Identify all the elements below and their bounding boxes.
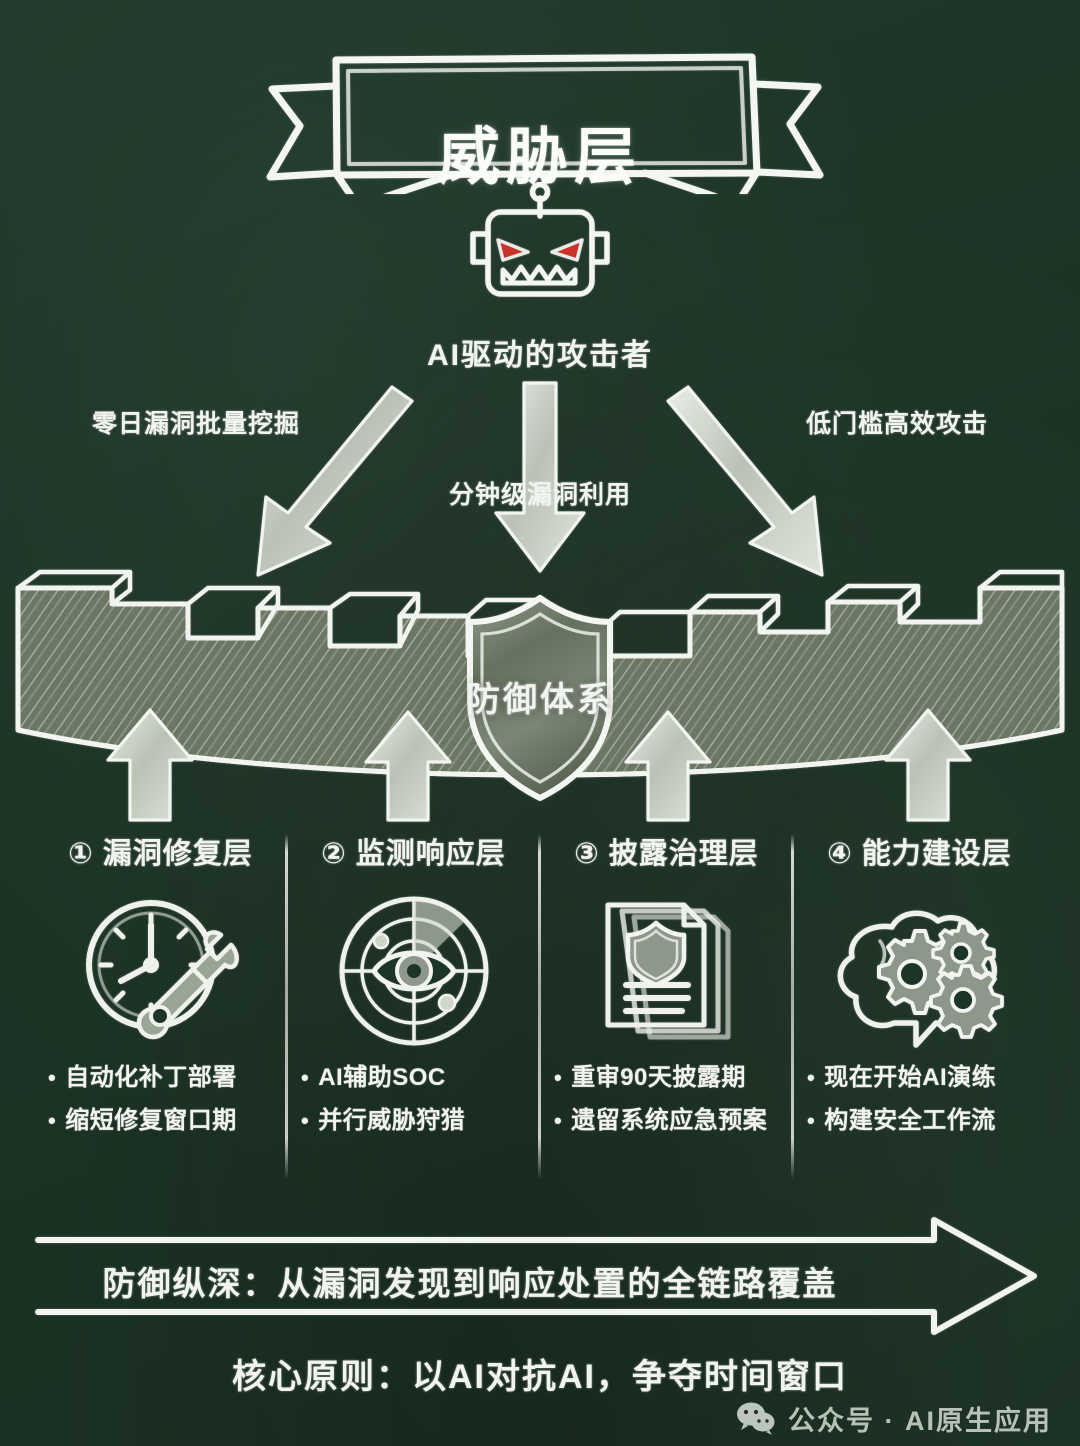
bullet-text: 构建安全工作流	[824, 1107, 996, 1134]
list-item: • 构建安全工作流	[807, 1109, 1046, 1133]
shield-emblem-icon	[625, 920, 686, 988]
bullet-dot-icon: •	[554, 1108, 563, 1133]
layer-column-1[interactable]: ① 漏洞修复层	[34, 828, 288, 1188]
defense-depth-text: 防御纵深：从漏洞发现到响应处置的全链路覆盖	[102, 1265, 838, 1302]
arrow-down-left-icon	[256, 385, 414, 577]
layer-3-name: 披露治理层	[608, 838, 759, 870]
defense-layers: ① 漏洞修复层	[34, 828, 1046, 1188]
bullet-dot-icon: •	[301, 1108, 310, 1133]
wrench-shape	[136, 930, 239, 1040]
radar-blip	[372, 932, 389, 950]
layer-2-bullets: • AI辅助SOC • 并行威胁狩猎	[287, 1066, 540, 1152]
attack-arrows	[0, 375, 1080, 590]
shield-documents-icon	[605, 902, 730, 1040]
footer-text: 公众号 · AI原生应用	[788, 1405, 1052, 1436]
layer-4-number: ④	[827, 838, 853, 870]
layer-2-number: ②	[321, 838, 347, 870]
attacker-robot	[440, 181, 640, 317]
layer-2-title: ② 监测响应层	[321, 830, 506, 872]
list-item: • 重审90天披露期	[554, 1066, 793, 1090]
eye-shape	[371, 950, 456, 992]
layer-2-icon-slot	[287, 876, 540, 1066]
attack-label-right: 低门槛高效攻击	[805, 410, 988, 438]
arrow-down-right-icon	[666, 385, 824, 577]
list-item: • 并行威胁狩猎	[301, 1109, 540, 1133]
layer-3-icon-slot	[540, 876, 793, 1066]
list-item: • 缩短修复窗口期	[48, 1109, 287, 1133]
page-title: 威胁层	[437, 123, 642, 192]
defense-fortress	[0, 560, 1080, 850]
layer-4-icon-slot	[793, 876, 1046, 1066]
bullet-text: 自动化补丁部署	[65, 1064, 237, 1091]
bullet-text: 缩短修复窗口期	[65, 1107, 237, 1134]
attack-label-middle: 分钟级漏洞利用	[448, 481, 631, 509]
list-item: • 遗留系统应急预案	[554, 1109, 793, 1133]
layer-2-name: 监测响应层	[355, 838, 506, 870]
bullet-dot-icon: •	[48, 1065, 57, 1090]
bullet-text: 重审90天披露期	[571, 1064, 746, 1091]
column-divider	[285, 834, 288, 1180]
column-divider	[791, 834, 794, 1180]
bullet-text: 遗留系统应急预案	[571, 1107, 768, 1134]
attack-label-left: 零日漏洞批量挖掘	[92, 410, 301, 438]
layer-column-3[interactable]: ③ 披露治理层	[540, 828, 794, 1188]
brain-gears-icon	[837, 910, 1004, 1048]
list-item: • 自动化补丁部署	[48, 1066, 287, 1090]
column-divider	[538, 834, 541, 1180]
layer-1-title: ① 漏洞修复层	[68, 830, 253, 872]
footer-watermark: 公众号 · AI原生应用	[736, 1396, 1052, 1440]
robot-eye-right	[550, 238, 584, 262]
layer-4-name: 能力建设层	[861, 838, 1012, 870]
defense-depth-band	[34, 1216, 1046, 1336]
layer-1-bullets: • 自动化补丁部署 • 缩短修复窗口期	[34, 1066, 287, 1152]
bullet-text: 现在开始AI演练	[824, 1064, 997, 1091]
title-banner: 威胁层	[0, 44, 1080, 210]
attacker-label: AI驱动的攻击者	[427, 339, 653, 372]
bullet-dot-icon: •	[807, 1065, 816, 1090]
arrow-down-icon	[494, 381, 586, 573]
robot-eye-left	[496, 238, 530, 262]
layer-column-2[interactable]: ② 监测响应层	[287, 828, 541, 1188]
layer-1-name: 漏洞修复层	[102, 838, 253, 870]
fortress-label: 防御体系	[466, 681, 614, 719]
shield-icon	[467, 595, 613, 801]
bullet-text: 并行威胁狩猎	[318, 1107, 466, 1134]
layer-4-bullets: • 现在开始AI演练 • 构建安全工作流	[793, 1066, 1046, 1152]
layer-3-title: ③ 披露治理层	[574, 830, 759, 872]
layer-3-number: ③	[574, 838, 600, 870]
core-principle-text: 核心原则：以AI对抗AI，争夺时间窗口	[232, 1358, 848, 1396]
list-item: • 现在开始AI演练	[807, 1066, 1046, 1090]
gear-medium-icon	[928, 964, 1004, 1039]
wechat-icon	[737, 1402, 775, 1435]
right-arrow-icon	[35, 1217, 1037, 1335]
radar-eye-icon	[339, 896, 488, 1046]
bullet-dot-icon: •	[807, 1108, 816, 1133]
layer-column-4[interactable]: ④ 能力建设层	[793, 828, 1046, 1188]
bullet-dot-icon: •	[301, 1065, 310, 1090]
clock-wrench-icon	[85, 900, 239, 1040]
layer-4-title: ④ 能力建设层	[827, 830, 1012, 872]
bullet-dot-icon: •	[48, 1108, 57, 1133]
bullet-dot-icon: •	[554, 1065, 563, 1090]
layer-1-number: ①	[68, 838, 94, 870]
angry-robot-icon	[470, 181, 610, 297]
layer-3-bullets: • 重审90天披露期 • 遗留系统应急预案	[540, 1066, 793, 1152]
support-arrows	[106, 708, 972, 822]
radar-blip	[437, 993, 456, 1013]
list-item: • AI辅助SOC	[301, 1066, 540, 1090]
layer-1-icon-slot	[34, 876, 287, 1066]
bullet-text: AI辅助SOC	[318, 1064, 446, 1091]
